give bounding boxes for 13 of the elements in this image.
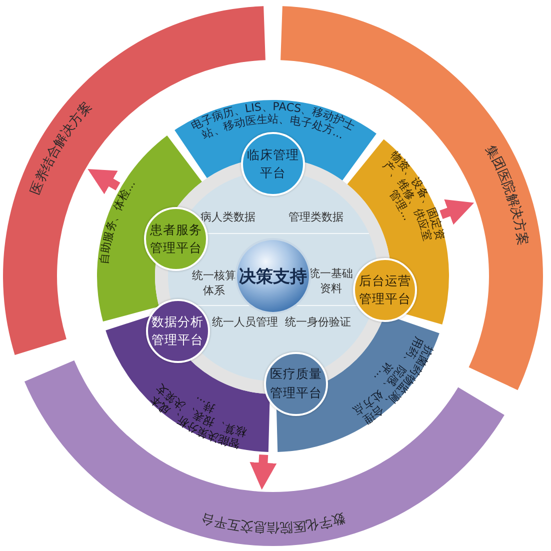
module-description: 自助服务、体检...: [97, 177, 138, 265]
solution-title: 医养结合解决方案: [28, 100, 95, 197]
arrow: [88, 169, 120, 194]
module-description: 智能决策分析、成本核算、报表、决策支持...: [148, 381, 248, 451]
data-label: 统一核算体系: [191, 269, 237, 299]
arrow: [250, 454, 277, 490]
center-sphere: 决策支持: [237, 240, 309, 312]
arrow: [440, 199, 474, 225]
data-label: 统一人员管理: [211, 316, 279, 330]
solution-title: 集团医院解决方案: [482, 142, 530, 247]
data-label: 管理类数据: [288, 210, 344, 226]
solution-title: 数字化医院信息交互平台: [200, 510, 346, 535]
data-label: 统一身份验证: [284, 316, 352, 330]
